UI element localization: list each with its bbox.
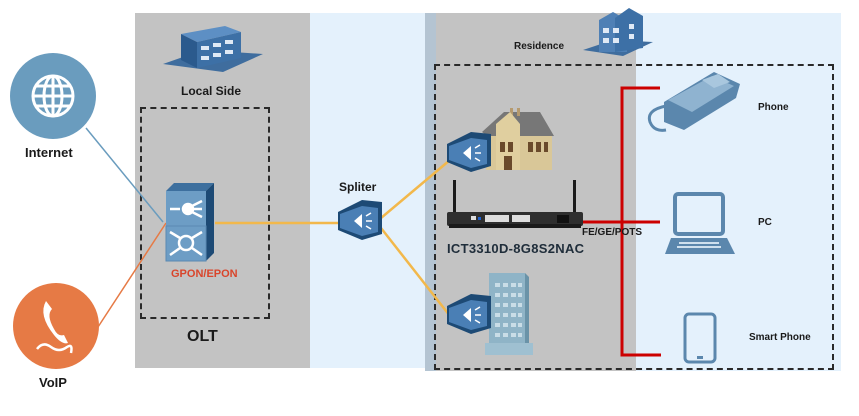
olt-label: OLT <box>187 328 218 345</box>
ont-icon-house <box>447 132 491 172</box>
office-building-icon <box>485 273 533 355</box>
endpoint-label-smartphone: Smart Phone <box>749 332 811 343</box>
laptop-icon <box>665 192 735 254</box>
smartphone-icon <box>683 312 717 364</box>
fiber-splitter-house <box>380 159 451 219</box>
splitter-icon <box>338 200 382 240</box>
internet-icon <box>10 53 96 139</box>
olt-device-icon <box>165 183 214 262</box>
local-side-zone <box>135 13 310 368</box>
residence-label: Residence <box>514 41 565 52</box>
voip-label: VoIP <box>39 375 67 390</box>
distribution-zone <box>310 13 425 368</box>
fiber-splitter-building <box>380 227 451 317</box>
onu-ports-label: FE/GE/POTS <box>582 227 643 238</box>
endpoint-label-phone: Phone <box>758 102 789 113</box>
voip-icon <box>13 283 99 369</box>
splitter-label: Spliter <box>339 180 377 194</box>
onu-device-icon <box>447 180 583 228</box>
internet-link <box>85 127 164 223</box>
residence-zone-edge <box>425 13 436 371</box>
residence-boundary <box>434 64 834 370</box>
enterprise-building-icon <box>163 26 263 72</box>
endpoint-label-pc: PC <box>758 217 772 228</box>
olt-boundary <box>140 107 270 319</box>
voip-link <box>97 222 167 328</box>
user-devices-zone <box>636 13 841 371</box>
olt-device-label: GPON/EPON <box>171 268 238 280</box>
desk-phone-icon <box>647 72 740 132</box>
house-icon <box>482 108 554 170</box>
residence-buildings-icon <box>583 8 653 56</box>
internet-label: Internet <box>25 145 73 160</box>
onu-model-label: ICT3310D-8G8S2NAC <box>447 241 585 256</box>
local-side-label: Local Side <box>181 84 242 98</box>
ont-icon-office <box>447 294 491 334</box>
